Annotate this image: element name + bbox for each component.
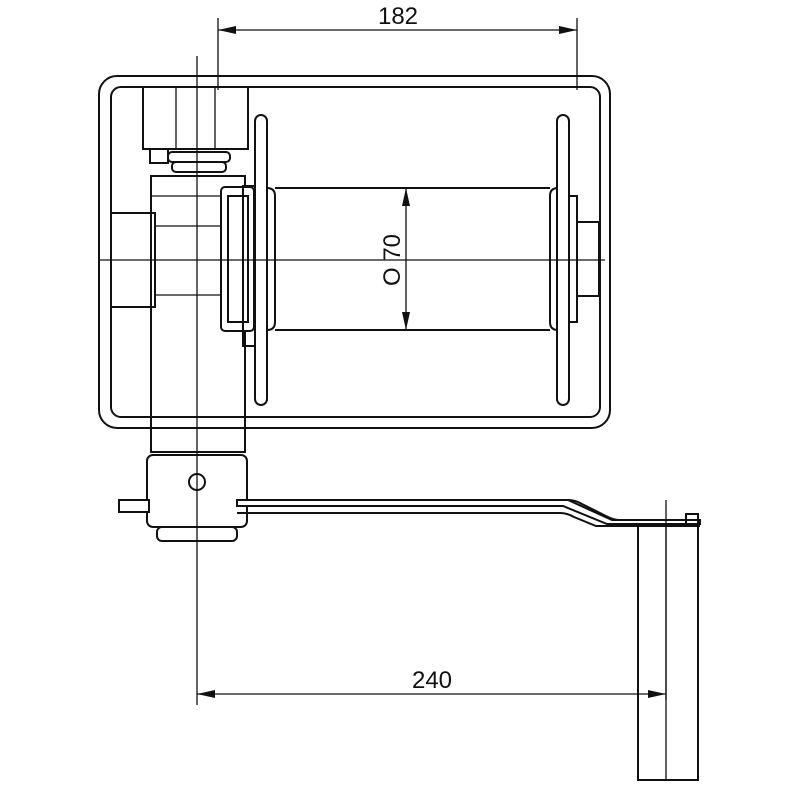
dimension-drum-diameter: O 70 [379,188,410,330]
dimension-crank-length: 240 [197,500,667,700]
crank-handle [118,454,701,781]
dimension-label-240: 240 [412,667,452,694]
dimension-top-width: 182 [217,3,578,90]
cable-drum [242,114,600,406]
dimension-label-o70: O 70 [379,234,406,286]
dimension-label-182: 182 [378,3,418,30]
center-lines [100,56,605,705]
gearbox-assembly [110,86,255,453]
